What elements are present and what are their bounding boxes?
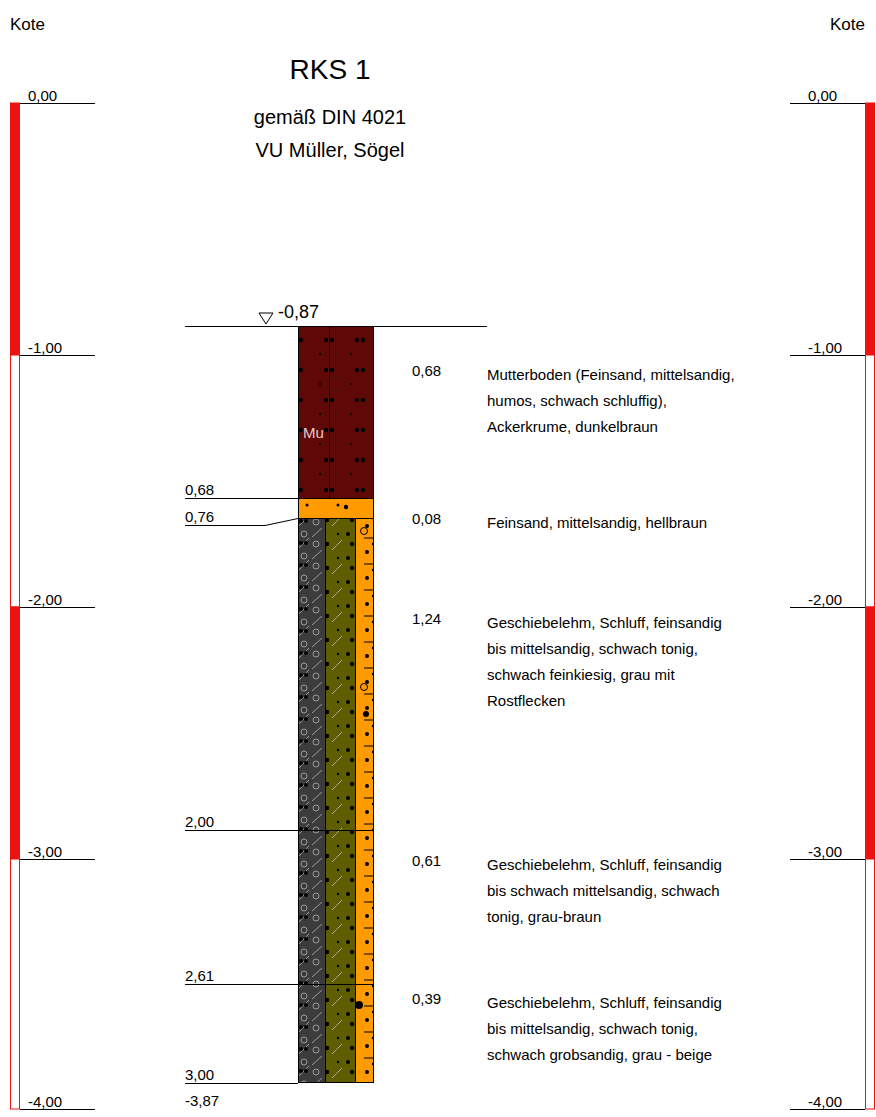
scale-label: -1,00 xyxy=(28,339,62,356)
subtitle: gemäß DIN 4021 xyxy=(254,106,406,129)
subtitle: VU Müller, Sögel xyxy=(256,139,405,162)
layer-description: Feinsand, mittelsandig, hellbraun xyxy=(487,510,742,536)
layer-thickness: 0,61 xyxy=(412,852,441,869)
depth-label: -3,87 xyxy=(185,1092,219,1109)
depth-label: 0,76 xyxy=(185,508,214,525)
depth-leader xyxy=(185,499,298,1084)
layer-thickness: 0,68 xyxy=(412,362,441,379)
soil-column xyxy=(298,326,374,1083)
scale-ticks xyxy=(20,104,865,1110)
axis-title: Kote xyxy=(830,15,865,35)
depth-label: 2,61 xyxy=(185,967,214,984)
scale-bar xyxy=(11,103,875,1109)
scale-label: -2,00 xyxy=(808,591,842,608)
scale-label: -1,00 xyxy=(808,339,842,356)
scale-label: -4,00 xyxy=(808,1093,842,1110)
scale-label: 0,00 xyxy=(28,87,57,104)
depth-label: 3,00 xyxy=(185,1066,214,1083)
scale-label: -3,00 xyxy=(28,843,62,860)
scale-label: -4,00 xyxy=(28,1093,62,1110)
layer-thickness: 0,08 xyxy=(412,510,441,527)
depth-label: 0,68 xyxy=(185,481,214,498)
soil-code: Mu xyxy=(303,424,324,441)
layer-description: Mutterboden (Feinsand, mittelsandig, hum… xyxy=(487,362,742,440)
layer-thickness: 1,24 xyxy=(412,610,441,627)
layer-description: Geschiebelehm, Schluff, feinsandig bis m… xyxy=(487,610,742,714)
layer-description: Geschiebelehm, Schluff, feinsandig bis s… xyxy=(487,852,742,930)
depth-label: 2,00 xyxy=(185,813,214,830)
soil-layer-band: Mu xyxy=(298,326,329,498)
scale-label: -2,00 xyxy=(28,591,62,608)
scale-label: -3,00 xyxy=(808,843,842,860)
layer-description: Geschiebelehm, Schluff, feinsandig bis m… xyxy=(487,990,742,1068)
title: RKS 1 xyxy=(290,54,371,86)
water-level-label: -0,87 xyxy=(278,302,319,323)
water-level xyxy=(185,313,487,327)
axis-title: Kote xyxy=(10,15,45,35)
layer-thickness: 0,39 xyxy=(412,990,441,1007)
scale-label: 0,00 xyxy=(808,87,837,104)
